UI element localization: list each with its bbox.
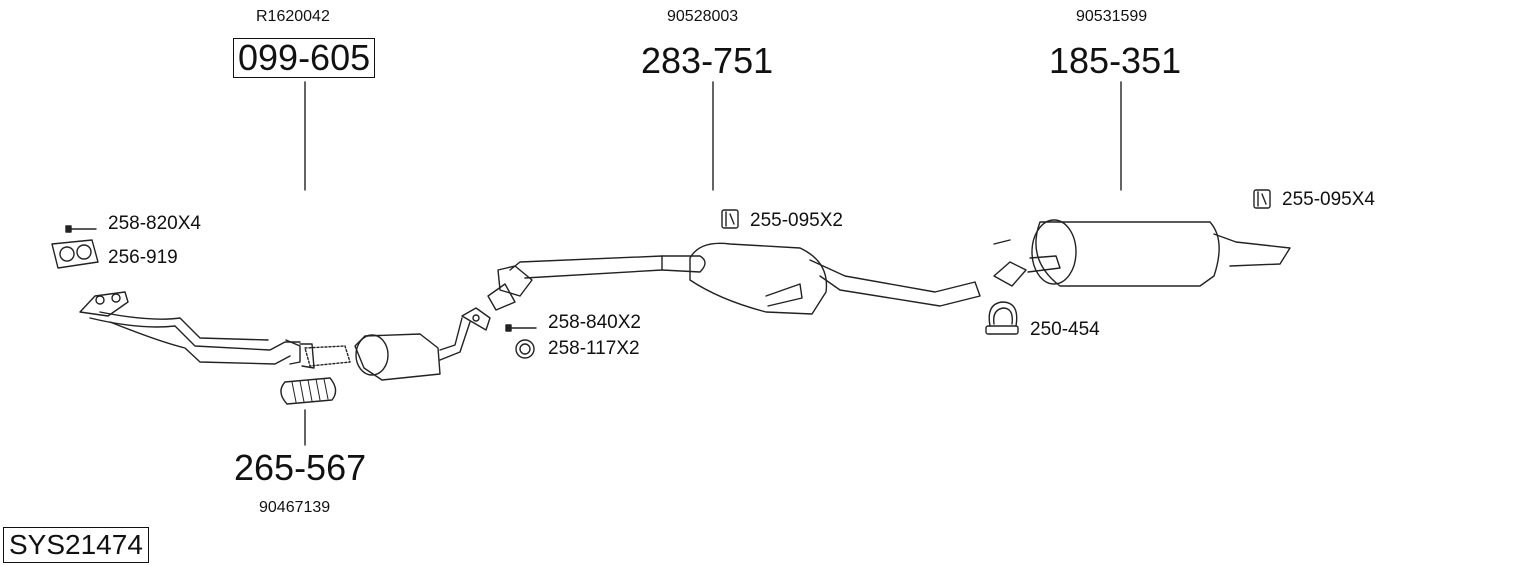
ring-icon (515, 339, 535, 359)
small-part-255-095x4[interactable]: 255-095X4 (1282, 189, 1375, 210)
middle-muffler-drawing (689, 242, 981, 315)
small-part-258-117x2[interactable]: 258-117X2 (548, 338, 640, 359)
gasket-icon (51, 239, 99, 269)
oem-number-265-567: 90467139 (259, 499, 331, 516)
part-number-265-567[interactable]: 265-567 (234, 447, 367, 488)
flex-pipe-drawing (280, 377, 337, 405)
bolt-icon (65, 225, 97, 233)
rubber-hanger-icon (1253, 189, 1271, 209)
bolt-icon (505, 324, 537, 332)
small-part-258-820x4[interactable]: 258-820X4 (108, 213, 201, 234)
small-part-250-454[interactable]: 250-454 (1030, 319, 1100, 340)
flex-pipe-assembly-drawing (299, 343, 351, 369)
rear-muffler-drawing (993, 219, 1291, 287)
system-code: SYS21474 (3, 527, 149, 563)
catalytic-converter-drawing (354, 317, 471, 381)
flange-drawing (461, 307, 491, 331)
small-part-255-095x2[interactable]: 255-095X2 (750, 210, 843, 231)
intermediate-pipe-drawing (487, 255, 706, 311)
part-number-283-751[interactable]: 283-751 (641, 40, 774, 81)
front-pipe-drawing (79, 291, 301, 365)
clamp-icon (985, 301, 1019, 335)
part-number-185-351[interactable]: 185-351 (1049, 40, 1182, 81)
oem-number-099-605: R1620042 (256, 8, 330, 25)
small-part-258-840x2[interactable]: 258-840X2 (548, 312, 641, 333)
oem-number-283-751: 90528003 (667, 8, 739, 25)
small-part-256-919[interactable]: 256-919 (108, 247, 178, 268)
part-number-099-605[interactable]: 099-605 (233, 38, 376, 78)
rubber-hanger-icon (721, 209, 739, 229)
oem-number-185-351: 90531599 (1076, 8, 1148, 25)
